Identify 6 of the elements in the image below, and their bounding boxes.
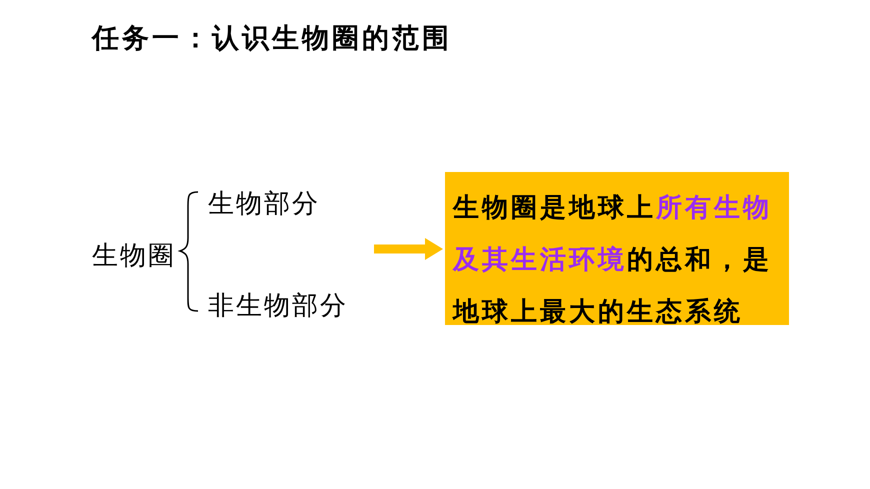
term-label: 生物部分 [208,186,320,221]
title: 任务一：认识生物圈的范围 [92,22,452,56]
term-label: 生物圈 [92,238,176,273]
definition-box: 生物圈是地球上所有生物及其生活环境的总和，是地球上最大的生态系统 [445,172,789,325]
arrow [374,238,443,260]
term-label: 非生物部分 [208,288,348,323]
